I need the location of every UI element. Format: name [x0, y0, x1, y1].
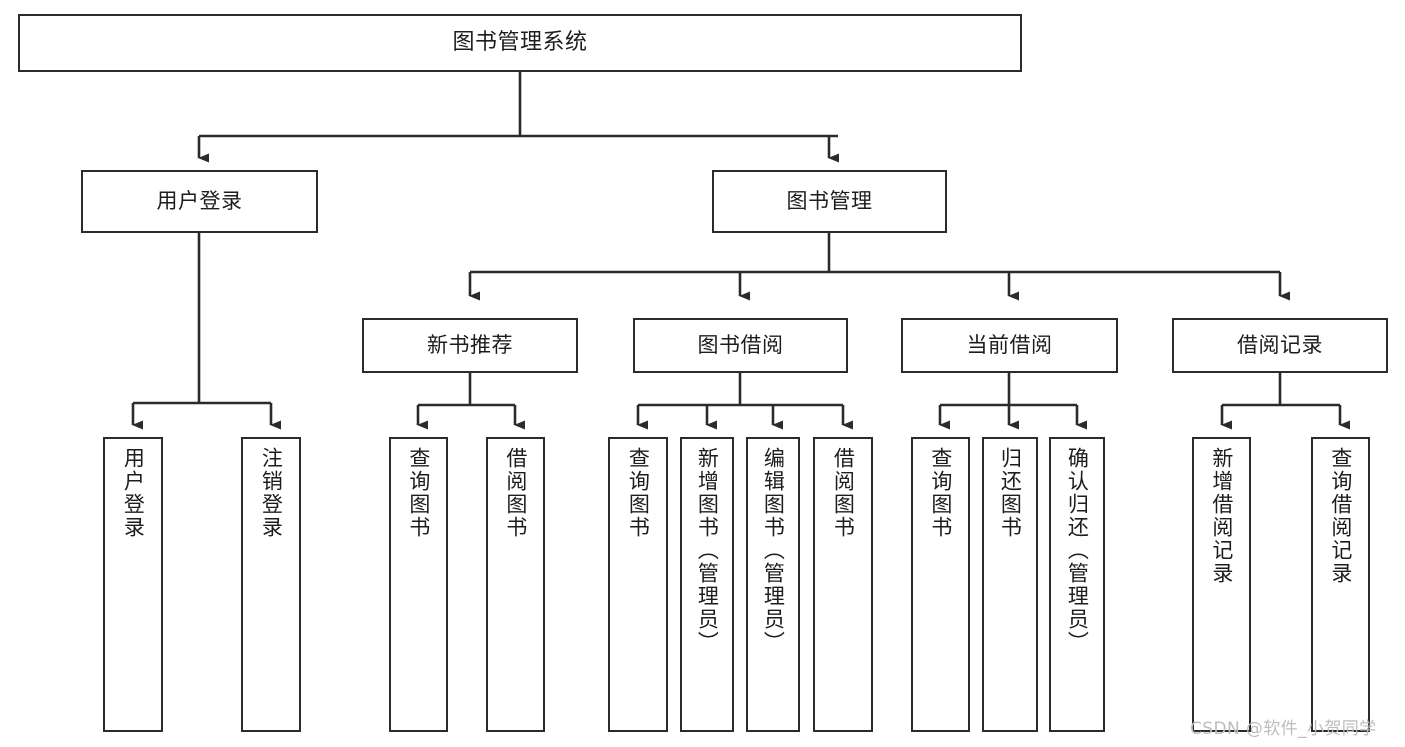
leaf-records-query-record[interactable]: 查询借阅记录 [1311, 437, 1370, 732]
leaf-user-login-login[interactable]: 用户登录 [103, 437, 163, 732]
node-book-management[interactable]: 图书管理 [712, 170, 947, 233]
node-label: 借阅图书 [831, 447, 856, 539]
leaf-borrow-query-book[interactable]: 查询图书 [608, 437, 668, 732]
node-label: 查询图书 [626, 447, 651, 539]
node-label: 归还图书 [998, 447, 1023, 539]
node-label: 新书推荐 [427, 333, 513, 358]
leaf-current-return-book[interactable]: 归还图书 [982, 437, 1038, 732]
leaf-borrow-edit-book-admin[interactable]: 编辑图书（管理员） [746, 437, 800, 732]
node-label: 用户登录 [156, 189, 243, 214]
node-label: 图书借阅 [697, 333, 784, 358]
node-label: 用户登录 [121, 447, 146, 539]
leaf-current-confirm-return-admin[interactable]: 确认归还（管理员） [1049, 437, 1105, 732]
node-label: 借阅记录 [1237, 333, 1323, 358]
node-root-system[interactable]: 图书管理系统 [18, 14, 1022, 72]
leaf-recommend-query-book[interactable]: 查询图书 [389, 437, 448, 732]
node-label: 编辑图书（管理员） [761, 447, 786, 654]
node-label: 注销登录 [259, 447, 284, 539]
node-label: 查询借阅记录 [1328, 447, 1353, 585]
node-label: 当前借阅 [966, 333, 1053, 358]
leaf-user-login-logout[interactable]: 注销登录 [241, 437, 301, 732]
leaf-current-query-book[interactable]: 查询图书 [911, 437, 970, 732]
leaf-borrow-add-book-admin[interactable]: 新增图书（管理员） [680, 437, 734, 732]
node-label: 新增图书（管理员） [695, 447, 720, 654]
node-current-borrow[interactable]: 当前借阅 [901, 318, 1118, 373]
node-label: 图书管理系统 [452, 30, 588, 56]
csdn-watermark: CSDN @软件_小贺同学 [1190, 719, 1377, 739]
node-label: 查询图书 [406, 447, 431, 539]
node-book-borrow[interactable]: 图书借阅 [633, 318, 848, 373]
node-borrow-records[interactable]: 借阅记录 [1172, 318, 1388, 373]
node-label: 查询图书 [928, 447, 953, 539]
node-user-login[interactable]: 用户登录 [81, 170, 318, 233]
leaf-borrow-borrow-book[interactable]: 借阅图书 [813, 437, 873, 732]
node-label: 图书管理 [786, 189, 873, 214]
leaf-records-add-record[interactable]: 新增借阅记录 [1192, 437, 1251, 732]
node-new-book-recommend[interactable]: 新书推荐 [362, 318, 578, 373]
node-label: 确认归还（管理员） [1065, 447, 1090, 654]
node-label: 借阅图书 [503, 447, 528, 539]
leaf-recommend-borrow-book[interactable]: 借阅图书 [486, 437, 545, 732]
node-label: 新增借阅记录 [1209, 447, 1234, 585]
